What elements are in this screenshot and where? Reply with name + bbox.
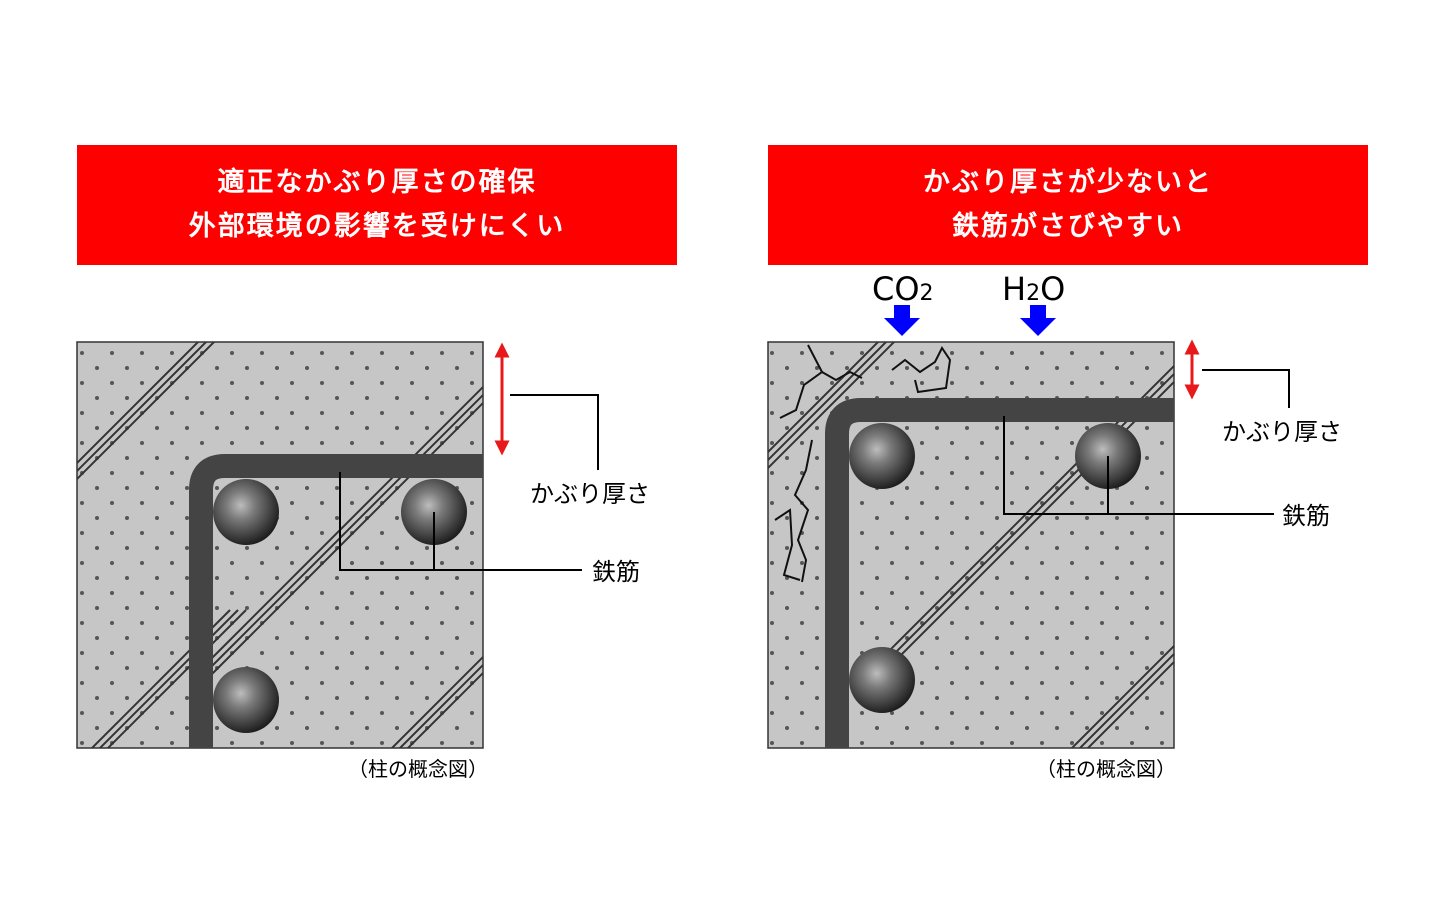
right-banner-line1: かぶり厚さが少ないと	[923, 167, 1213, 198]
right-rebar-bottom	[849, 647, 915, 713]
right-stirrup	[825, 398, 1174, 748]
left-rebar-bottom	[213, 667, 279, 733]
left-rebar-leader	[339, 472, 582, 571]
crack-2	[821, 370, 863, 382]
right-cover-label: かぶり厚さ	[1222, 418, 1342, 446]
left-banner: 適正なかぶり厚さの確保 外部環境の影響を受けにくい	[77, 145, 677, 265]
co2-label: CO2	[872, 270, 934, 308]
right-rebar-leader	[1003, 416, 1274, 515]
left-rebar-label: 鉄筋	[592, 558, 640, 586]
left-cover-leader	[510, 394, 599, 470]
co2-arrow-icon	[884, 305, 920, 336]
crack-4	[793, 439, 813, 583]
left-stirrup	[189, 454, 483, 748]
h2o-label: H2O	[1002, 270, 1065, 308]
right-cover-leader	[1202, 369, 1290, 408]
right-cracks	[774, 344, 952, 583]
left-caption: （柱の概念図）	[348, 757, 488, 781]
right-banner-line2: 鉄筋がさびやすい	[952, 211, 1184, 242]
crack-5	[774, 508, 801, 581]
left-rebar-corner	[213, 479, 279, 545]
left-cover-label: かぶり厚さ	[530, 480, 650, 508]
left-banner-line1: 適正なかぶり厚さの確保	[217, 167, 537, 198]
crack-1	[779, 344, 824, 419]
left-hatch-lines	[77, 342, 483, 748]
right-concrete-section	[767, 341, 1175, 749]
left-banner-line2: 外部環境の影響を受けにくい	[188, 211, 566, 242]
right-caption: （柱の概念図）	[1036, 757, 1176, 781]
h2o-arrow-icon	[1020, 305, 1056, 336]
left-concrete-section	[76, 341, 484, 749]
right-banner: かぶり厚さが少ないと 鉄筋がさびやすい	[768, 145, 1368, 265]
left-aggregate-dots	[77, 342, 483, 748]
right-rebar-label: 鉄筋	[1282, 502, 1330, 530]
crack-3	[891, 346, 952, 394]
right-rebar-corner	[849, 423, 915, 489]
